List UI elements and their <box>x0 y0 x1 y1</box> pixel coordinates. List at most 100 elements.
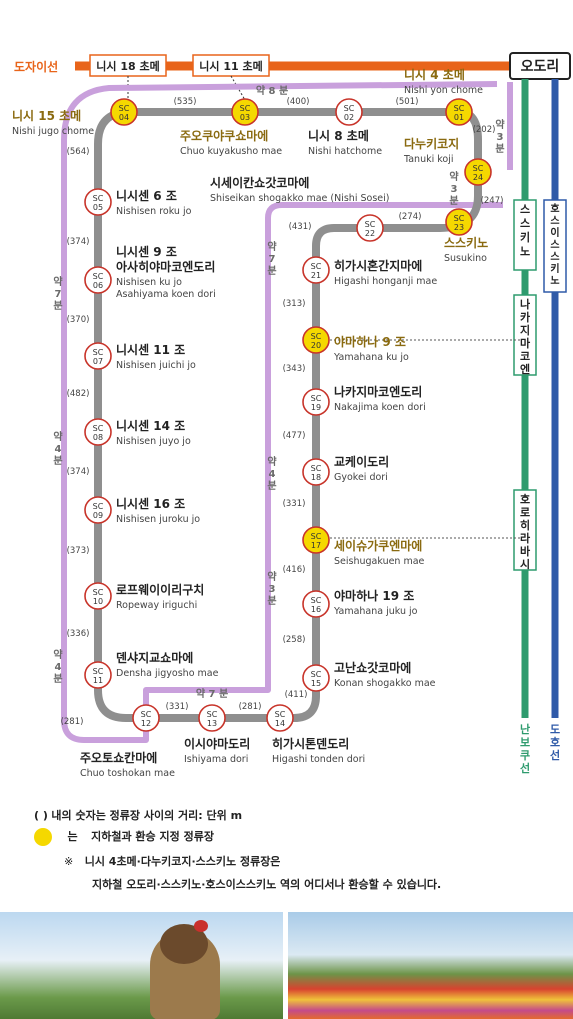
stop-label-ko: 니시센 14 조 <box>116 418 185 433</box>
stop-label-en: Yamahana juku jo <box>333 606 418 617</box>
stop-label-en: Higashi tonden dori <box>272 754 365 765</box>
stop-label-ko: 나카지마코엔도리 <box>334 384 422 399</box>
stop-marker <box>302 526 330 554</box>
photo-scarecrow <box>0 912 283 1019</box>
legend-note-line2: 지하철 오도리·스스키노·호스이스스키노 역의 어디서나 환승할 수 있습니다. <box>92 878 442 891</box>
distance-label: (374) <box>67 237 90 247</box>
legend-bracket: ( ) <box>34 809 48 822</box>
svg-text:나카지마코엔: 나카지마코엔 <box>520 297 531 376</box>
stop-marker <box>84 496 112 524</box>
stop-label-ko: 로프웨이이리구치 <box>116 582 204 597</box>
distance-label: (416) <box>283 565 306 575</box>
distance-label: (258) <box>283 635 306 645</box>
distance-label: (535) <box>174 97 197 107</box>
legend-note: ※ 니시 4초메·다누키코지·스스키노 정류장은 <box>64 853 280 869</box>
stop-label-ko: 히가시혼간지마에 <box>334 258 422 273</box>
stop-label-en: Ishiyama dori <box>184 754 248 765</box>
stop-label-en: Nishisen juroku jo <box>116 514 200 525</box>
stop-label-en: Higashi honganji mae <box>334 276 437 287</box>
distance-label: (564) <box>67 147 90 157</box>
stop-marker <box>110 98 138 126</box>
distance-label: (281) <box>61 717 84 727</box>
distance-label: (374) <box>67 467 90 477</box>
stop-marker <box>302 256 330 284</box>
walk-time-label: 약 8 분 <box>256 84 288 97</box>
distance-label: (343) <box>283 364 306 374</box>
stop-label-en: Gyokei dori <box>334 472 388 483</box>
station-nishi11[interactable]: 니시 11 초메 <box>192 54 270 77</box>
stop-marker <box>84 418 112 446</box>
distance-label: (370) <box>67 315 90 325</box>
stop-marker <box>198 704 226 732</box>
stop-label-en: Ropeway iriguchi <box>116 600 197 611</box>
station-nishi18[interactable]: 니시 18 초메 <box>89 54 167 77</box>
photo-flower-field <box>288 912 573 1019</box>
stop-label-en: Yamahana ku jo <box>333 352 409 363</box>
stop-marker <box>302 388 330 416</box>
stop-label-ko: 고난쇼갓코마에 <box>334 660 411 675</box>
distance-label: (411) <box>285 690 308 700</box>
stop-label-en: Nishisen roku jo <box>116 206 192 217</box>
tozai-line-label: 도자이선 <box>14 59 58 74</box>
station-odori[interactable]: 오도리 <box>509 52 571 80</box>
distance-label: (281) <box>239 702 262 712</box>
stop-label-en: Nishi jugo chome <box>12 126 94 137</box>
stop-label-en: Chuo kuyakusho mae <box>180 146 282 157</box>
stop-label-ko: 주오쿠야쿠쇼마에 <box>180 128 268 143</box>
legend-note-mark: ※ <box>64 855 74 868</box>
stop-label-ko: 세이슈가쿠엔마에 <box>334 538 422 553</box>
distance-label: (477) <box>283 431 306 441</box>
stop-label-ko: 스스키노 <box>444 235 488 250</box>
stop-label-ko: 야마하나 9 조 <box>334 334 406 349</box>
legend-distance-note: 내의 숫자는 정류장 사이의 거리: 단위 m <box>51 809 243 822</box>
distance-label: (331) <box>166 702 189 712</box>
